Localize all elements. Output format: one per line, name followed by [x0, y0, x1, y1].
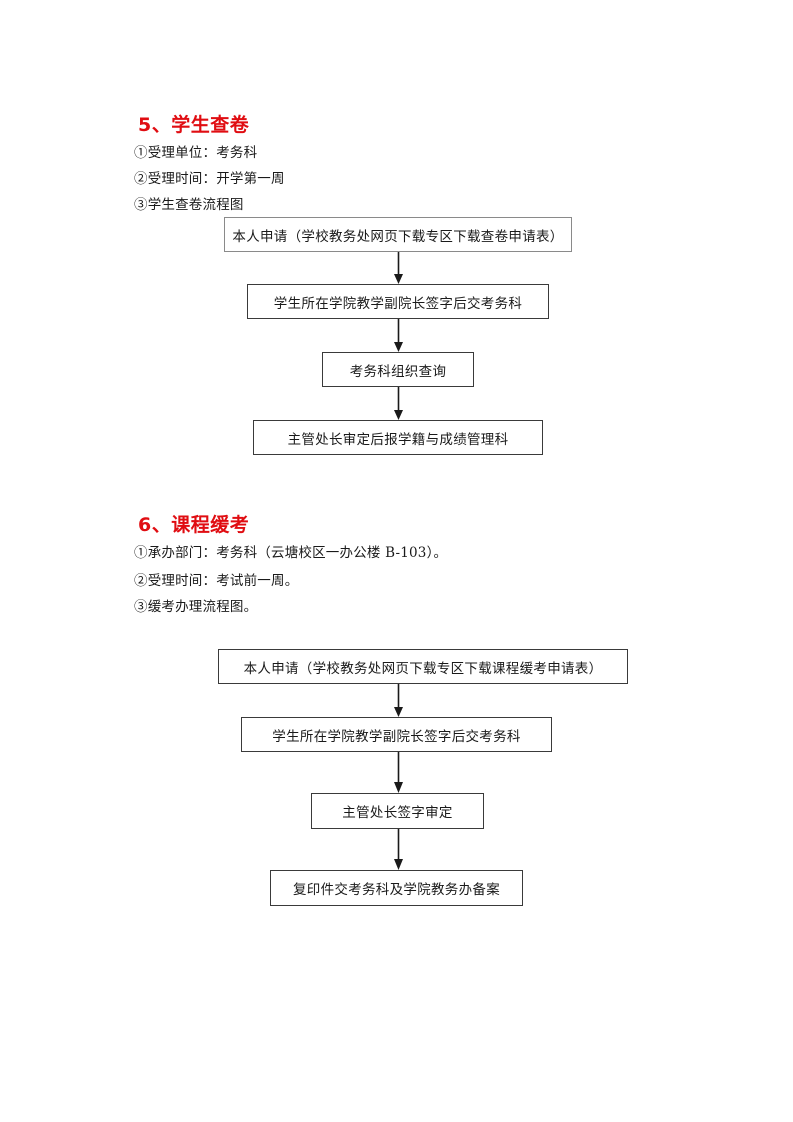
flow-box-5-2: 学生所在学院教学副院长签字后交考务科 [247, 284, 549, 319]
flow-arrow-5-3 [392, 387, 405, 420]
flow-box-5-4: 主管处长审定后报学籍与成绩管理科 [253, 420, 543, 455]
flow-box-6-1-label: 本人申请（学校教务处网页下载专区下载课程缓考申请表） [243, 660, 603, 677]
flow-box-5-3: 考务科组织查询 [322, 352, 474, 387]
section-5-line-1: ①受理单位：考务科 [134, 145, 258, 161]
flow-box-6-4-label: 复印件交考务科及学院教务办备案 [293, 882, 500, 898]
flow-arrow-6-2 [392, 752, 405, 793]
flow-box-6-2-label: 学生所在学院教学副院长签字后交考务科 [272, 728, 521, 745]
flow-box-6-2: 学生所在学院教学副院长签字后交考务科 [241, 717, 552, 752]
section-6-line-2: ②受理时间：考试前一周。 [134, 573, 299, 589]
flow-box-6-1: 本人申请（学校教务处网页下载专区下载课程缓考申请表） [218, 649, 628, 684]
flow-arrow-5-2 [392, 319, 405, 352]
flow-box-5-4-label: 主管处长审定后报学籍与成绩管理科 [287, 431, 509, 448]
section-5-line-2: ②受理时间：开学第一周 [134, 171, 285, 187]
section-heading-6: 6、课程缓考 [138, 514, 250, 536]
section-6-line-3: ③缓考办理流程图。 [134, 599, 258, 615]
section-6-line-1: ①承办部门：考务科（云塘校区一办公楼 B-103）。 [134, 545, 448, 561]
flow-box-5-2-label: 学生所在学院教学副院长签字后交考务科 [273, 295, 523, 312]
flow-box-6-3-label: 主管处长签字审定 [342, 805, 453, 821]
flow-box-5-1-label: 本人申请（学校教务处网页下载专区下载查卷申请表） [232, 228, 564, 245]
flow-box-5-3-label: 考务科组织查询 [349, 363, 447, 380]
flow-box-6-3: 主管处长签字审定 [311, 793, 484, 829]
flow-arrow-5-1 [392, 252, 405, 284]
flow-arrow-6-3 [392, 829, 405, 870]
section-heading-5: 5、学生查卷 [138, 114, 250, 136]
flow-box-5-1: 本人申请（学校教务处网页下载专区下载查卷申请表） [224, 217, 572, 252]
flow-arrow-6-1 [392, 684, 405, 717]
section-5-line-3: ③学生查卷流程图 [134, 197, 244, 213]
flow-box-6-4: 复印件交考务科及学院教务办备案 [270, 870, 523, 906]
